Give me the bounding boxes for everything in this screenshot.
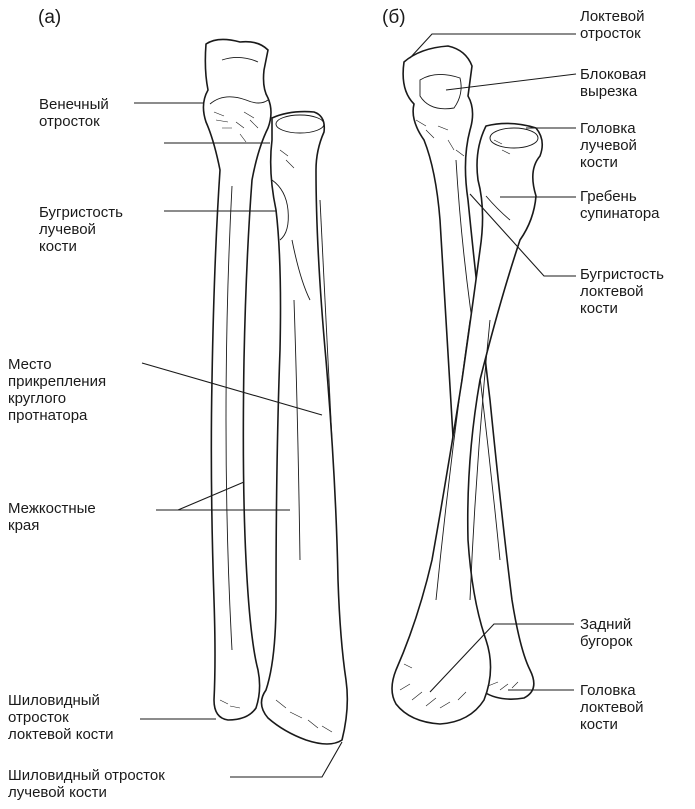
radius-a <box>261 112 347 744</box>
ulna-a <box>203 39 271 720</box>
panel-a-label: (а) <box>38 8 61 27</box>
panel-b-drawing <box>392 46 542 724</box>
leader-radius-styloid <box>230 742 342 777</box>
panel-a-drawing <box>203 39 347 744</box>
panel-b-label: (б) <box>382 8 406 27</box>
